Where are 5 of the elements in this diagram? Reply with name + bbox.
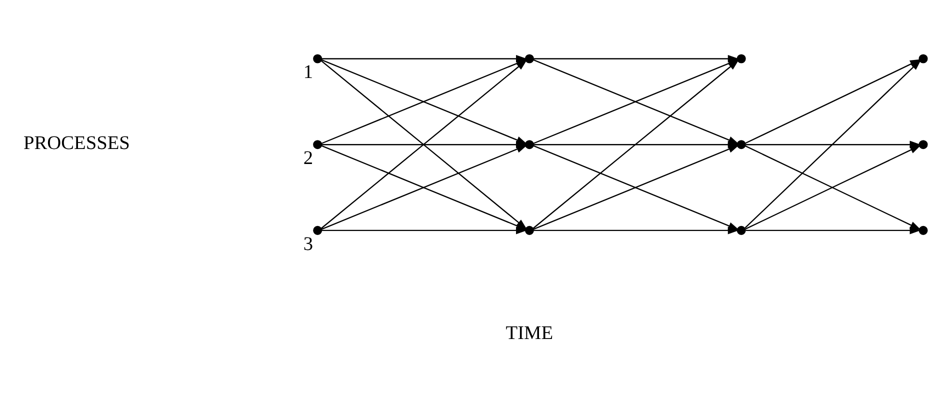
label: PROCESSES: [24, 132, 130, 154]
label: TIME: [506, 322, 554, 344]
node-label: 3: [303, 233, 314, 254]
node-label: 1: [303, 62, 314, 83]
node-label: 2: [303, 147, 314, 168]
